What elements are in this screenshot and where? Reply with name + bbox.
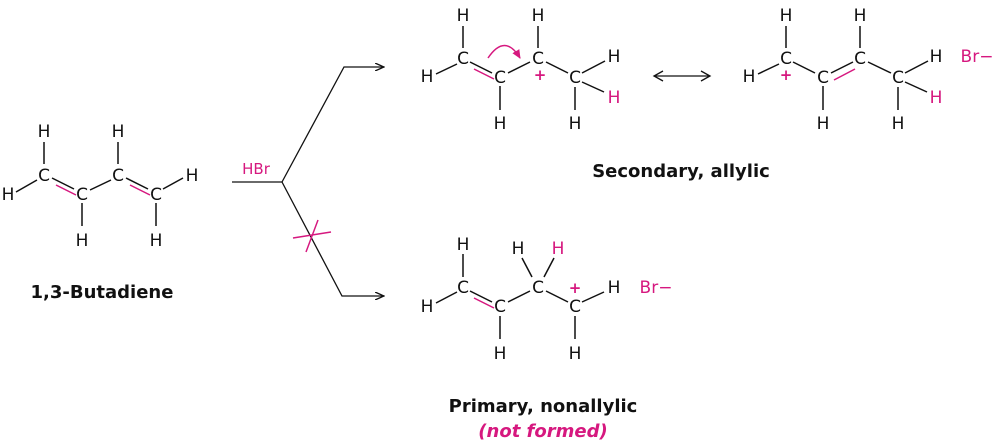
cation-charge: + [534,66,547,84]
reagent-label: HBr [242,160,271,178]
bond [521,257,533,278]
atom-c: C [457,278,469,298]
atom-c: C [569,68,581,88]
cation-charge: + [569,279,582,297]
butadiene-label: 1,3-Butadiene [31,282,174,303]
atom-h: H [186,166,199,186]
secondary-cation-form-2: H C + H C H H C C H H H Br− [743,6,994,134]
bond [904,60,929,74]
atom-c: C [817,68,829,88]
resonance-arrow [652,70,712,82]
atom-c: C [780,49,792,69]
atom-c: C [892,68,904,88]
atom-h: H [150,231,163,251]
atom-h: H [780,6,793,26]
atom-c: C [569,297,581,317]
added-hydrogen: H [608,88,621,108]
bond [581,291,605,303]
bond [435,291,458,304]
bond [830,61,854,74]
added-hydrogen: H [930,88,943,108]
resonance-arrow-head-right [700,70,712,82]
bromide-ion: Br− [961,47,994,67]
bond [543,257,555,278]
bond [545,61,569,74]
atom-h: H [76,231,89,251]
bond [545,290,569,303]
double-bond-line [129,184,151,196]
bond [904,81,928,93]
atom-c: C [494,68,506,88]
curved-arrow [487,44,521,59]
atom-h: H [608,278,621,298]
atom-h: H [569,114,582,134]
bond [125,177,149,190]
butadiene-molecule: H C H C H H C C H H [2,122,199,251]
atom-h: H [892,114,905,134]
atom-c: C [532,278,544,298]
atom-h: H [494,344,507,364]
arrow-to-secondary [281,67,384,183]
bond [581,60,606,74]
bond [469,290,493,303]
bond [162,177,184,190]
atom-c: C [150,185,162,205]
atom-c: C [494,297,506,317]
bond [507,61,531,74]
atom-c: C [854,49,866,69]
atom-h: H [512,239,525,259]
atom-h: H [854,6,867,26]
bond [792,61,816,74]
atom-h: H [2,185,15,205]
atom-h: H [457,6,470,26]
cross-stroke [305,219,319,253]
bromide-ion: Br− [640,278,673,298]
double-bond-line [473,68,495,80]
bond [469,61,493,74]
atom-h: H [817,114,830,134]
atom-h: H [38,122,51,142]
double-bond-line [55,184,77,196]
cation-charge: + [780,66,793,84]
atom-h: H [743,67,756,87]
double-bond-line [473,297,495,309]
bond [581,81,605,93]
blocked-mark [292,219,332,253]
atom-h: H [608,47,621,67]
primary-label: Primary, nonallylic [449,396,638,417]
atom-c: C [38,166,50,186]
atom-c: C [112,166,124,186]
secondary-cation-form-1: H C H C H H C + C H H H [421,6,621,134]
double-bond-line [833,68,856,81]
resonance-arrow-head-left [652,70,664,82]
atom-h: H [421,67,434,87]
bond [757,63,780,75]
atom-h: H [421,297,434,317]
secondary-label: Secondary, allylic [592,161,770,182]
bond [51,177,75,190]
bond [435,63,458,75]
arrow-to-primary [281,181,384,296]
primary-cation: H C H C H H H C C + H H Br− [421,235,673,364]
not-formed-label: (not formed) [478,421,607,442]
atom-h: H [457,235,470,255]
added-hydrogen: H [552,239,565,259]
atom-h: H [569,344,582,364]
atom-c: C [76,185,88,205]
bond [15,179,38,193]
atom-c: C [532,49,544,69]
atom-h: H [930,47,943,67]
bond [89,179,112,191]
atom-h: H [112,122,125,142]
atom-h: H [532,6,545,26]
atom-c: C [457,49,469,69]
bond [507,290,531,303]
bond [867,61,892,74]
atom-h: H [494,114,507,134]
